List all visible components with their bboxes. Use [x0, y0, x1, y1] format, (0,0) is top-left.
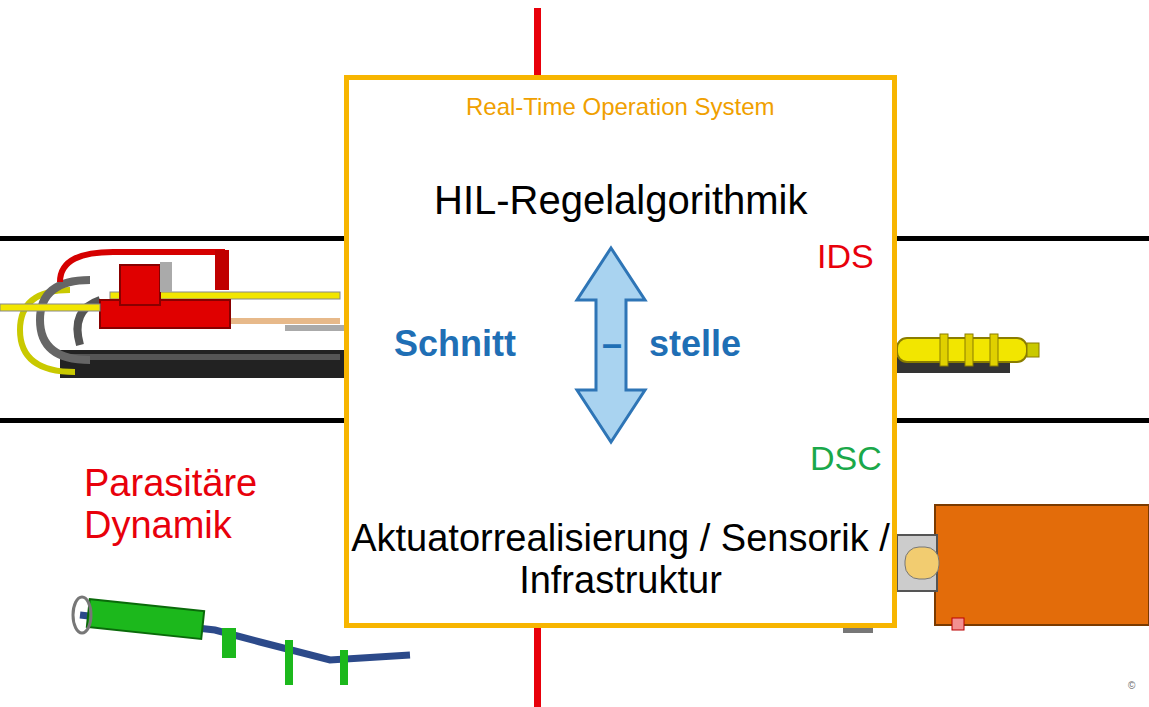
annotation: Parasitäre Dynamik: [84, 463, 334, 547]
level-tag: DSC: [810, 440, 882, 477]
level-tag: IDS: [817, 238, 874, 275]
level-title: HIL-Regelalgorithmik: [434, 178, 807, 222]
interface-dash: –: [600, 324, 624, 364]
interface-word: Schnitt: [394, 324, 516, 364]
watermark: ©: [1128, 680, 1135, 691]
test-rig-left: [0, 250, 350, 378]
double-arrow: [577, 248, 645, 442]
system-title: Real-Time Operation System: [466, 94, 775, 120]
system-box: Real-Time Operation SystemHIL-Regelalgor…: [344, 75, 897, 628]
cylinder-right: [890, 334, 1039, 373]
level-title: Aktuatorrealisierung / Sensorik / Infras…: [349, 518, 892, 602]
interface-word: stelle: [649, 324, 741, 364]
